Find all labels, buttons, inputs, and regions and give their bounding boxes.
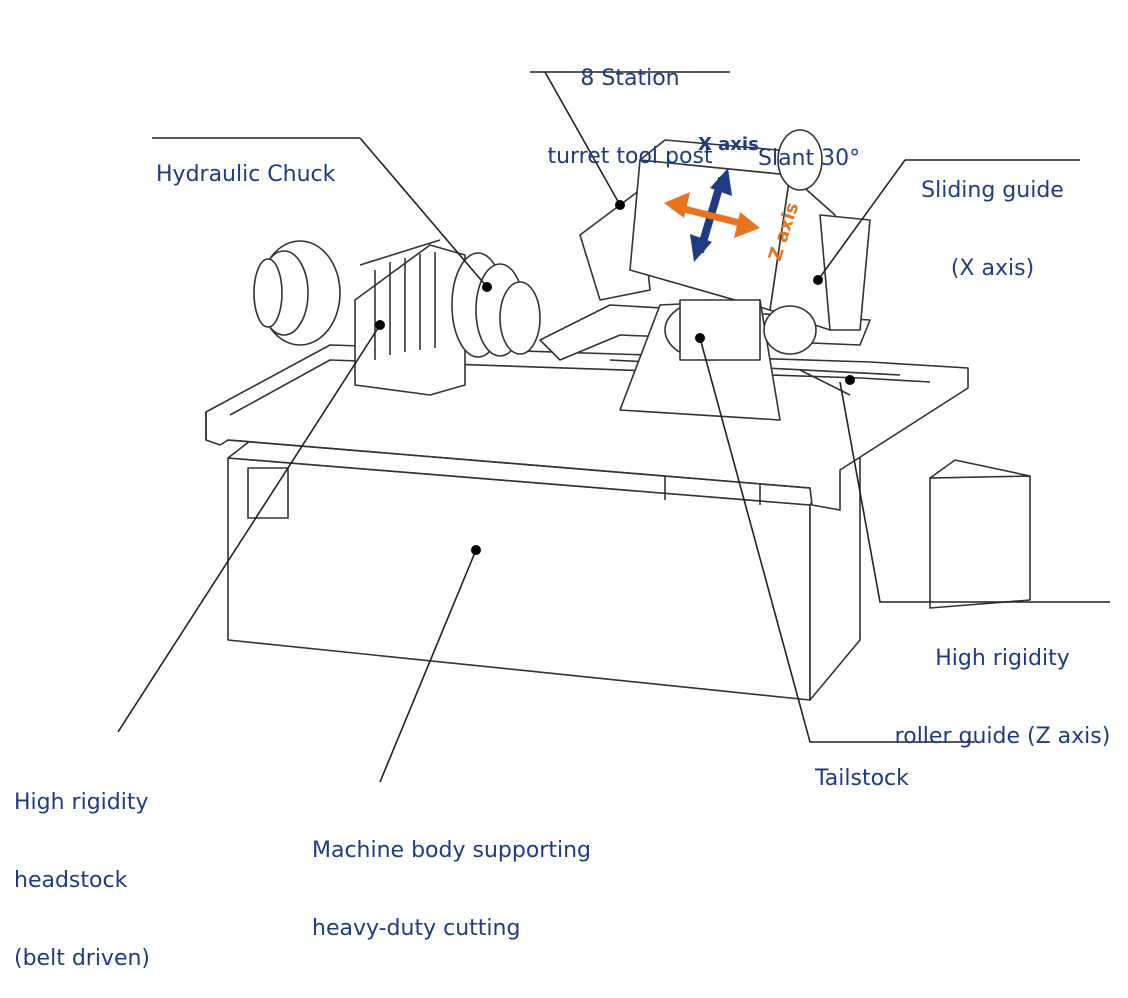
slant-label: Slant 30° (758, 146, 861, 171)
leader-lines (117, 71, 1110, 783)
turret (579, 129, 871, 331)
leader-dots (375, 200, 855, 555)
turret-label: 8 Station turret tool post (535, 14, 725, 196)
sliding-guide-label: Sliding guide (X axis) (921, 178, 1064, 281)
chuck-label: Hydraulic Chuck (156, 162, 336, 187)
hydraulic-chuck (451, 252, 541, 358)
turret-label-line2: turret tool post (547, 144, 713, 169)
headstock-label: High rigidity headstock (belt driven) (14, 790, 151, 971)
x-axis-label: X axis (698, 134, 759, 155)
turret-label-line1: 8 Station (580, 66, 680, 91)
tailstock-label: Tailstock (815, 766, 909, 791)
machine-drawing: X axis Z axis (117, 71, 1110, 783)
headstock (253, 239, 466, 396)
roller-guide-label: High rigidity roller guide (Z axis) (894, 646, 1111, 749)
lathe-diagram: X axis Z axis 8 Station turret tool post… (14, 14, 1111, 971)
tailstock (619, 299, 817, 421)
body-label: Machine body supporting heavy-duty cutti… (312, 838, 591, 941)
motor-box (929, 459, 1031, 609)
